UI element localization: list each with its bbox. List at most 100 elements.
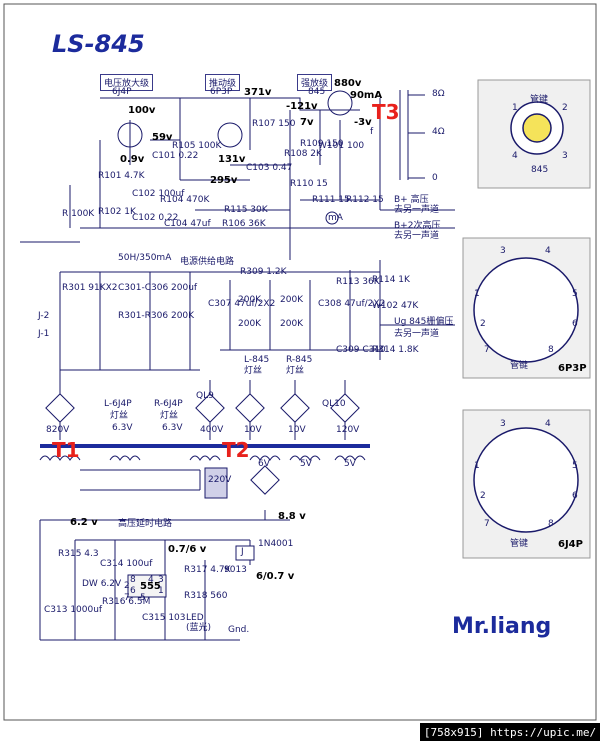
voltage-label: 7v bbox=[300, 117, 314, 128]
ic-pin: 2 bbox=[124, 581, 130, 591]
tube-845-pin: 2 bbox=[562, 103, 568, 113]
component-label: C103 0.47 bbox=[246, 163, 293, 173]
ic-pin: 7 bbox=[124, 593, 130, 603]
bplus-sub-label: 去另一声道 bbox=[394, 205, 440, 215]
tube-6p3p-pin: 2 bbox=[480, 319, 486, 329]
voltage-label: 6/0.7 v bbox=[256, 571, 295, 582]
stage-power-tube: 845 bbox=[308, 87, 326, 97]
led-label: LED bbox=[186, 613, 204, 623]
winding-voltage: 5V bbox=[300, 459, 312, 469]
voltage-label: 59v bbox=[152, 132, 173, 143]
winding-voltage: 120V bbox=[336, 425, 360, 435]
ground-label: Gnd. bbox=[228, 625, 250, 635]
component-label: C315 103 bbox=[142, 613, 186, 623]
tube-6j4p-pin: 7 bbox=[484, 519, 490, 529]
filament-label: L-845 bbox=[244, 355, 270, 365]
tube-845-caption: 845 bbox=[531, 165, 549, 175]
output-4ohm: 4Ω bbox=[432, 127, 445, 137]
voltage-label: -3v bbox=[354, 117, 372, 128]
winding-voltage: 820V bbox=[46, 425, 70, 435]
rectifier-label: QL10 bbox=[322, 399, 346, 409]
stage-voltage-amp-label: 电压放大级 bbox=[100, 74, 154, 91]
voltage-label: -121v bbox=[286, 101, 318, 112]
component-label: W101 100 bbox=[318, 141, 365, 151]
current-label: 90mA bbox=[350, 90, 383, 101]
ic-pin: 3 bbox=[158, 575, 164, 585]
tube-6j4p-caption: 6J4P bbox=[558, 539, 583, 550]
output-0: 0 bbox=[432, 173, 438, 183]
filament-sub-label: 灯丝 bbox=[286, 366, 305, 376]
component-label: 200K bbox=[238, 295, 262, 305]
component-label: C101 0.22 bbox=[152, 151, 199, 161]
mains-input-label: 220V bbox=[208, 475, 232, 485]
voltage-label: 100v bbox=[128, 105, 156, 116]
tube-6p3p-pin: 4 bbox=[545, 246, 551, 256]
transformer-t1-label: T1 bbox=[52, 438, 80, 462]
voltage-label: 0.7/6 v bbox=[168, 544, 207, 555]
component-label: C307 47uf/2X2 bbox=[208, 299, 276, 309]
tube-6p3p-pin: 5 bbox=[572, 289, 578, 299]
component-label: C313 1000uf bbox=[44, 605, 103, 615]
ug-label: Ug 845栅偏压 bbox=[394, 317, 454, 327]
stage-voltage-amp-tube: 6J4P bbox=[112, 87, 132, 97]
tube-6p3p-pin: 8 bbox=[548, 345, 554, 355]
tube-6p3p-pin: 6 bbox=[572, 319, 578, 329]
component-label: R102 1K bbox=[98, 207, 136, 217]
relay-label: J bbox=[241, 547, 244, 557]
component-label: R105 100K bbox=[172, 141, 222, 151]
tube-6p3p-pin: 1 bbox=[474, 289, 480, 299]
tube-6j4p-pin: 1 bbox=[474, 461, 480, 471]
tube-6j4p-symbol bbox=[117, 122, 143, 148]
tube-6p3p-pin: 7 bbox=[484, 345, 490, 355]
component-label: R110 15 bbox=[290, 179, 328, 189]
tube-6p3p-key: 管键 bbox=[510, 361, 529, 371]
winding-voltage: 400V bbox=[200, 425, 224, 435]
winding-voltage: 10V bbox=[288, 425, 306, 435]
component-label: R114 1K bbox=[372, 275, 410, 285]
heater-voltage: 6.3V bbox=[112, 423, 133, 433]
component-label: C309 C310 bbox=[336, 345, 386, 355]
component-label: C308 47uf/2X2 bbox=[318, 299, 386, 309]
tube-6j4p-key: 管键 bbox=[510, 539, 529, 549]
heater-sub-label: 灯丝 bbox=[160, 411, 179, 421]
ic-555-label: 555 bbox=[140, 581, 161, 592]
transformer-core bbox=[40, 444, 370, 448]
voltage-label: 6.2 v bbox=[70, 517, 98, 528]
component-label: C102 100uf bbox=[132, 189, 185, 199]
heater-sub-label: 灯丝 bbox=[110, 411, 129, 421]
component-label: 200K bbox=[280, 295, 304, 305]
stage-driver-tube: 6P3P bbox=[210, 87, 233, 97]
psu-choke: 50H/350mA bbox=[118, 253, 172, 263]
component-label: R115 30K bbox=[224, 205, 268, 215]
rectifier-label: QL9 bbox=[196, 391, 214, 401]
ic-pin: 1 bbox=[158, 586, 164, 596]
tube-845-pin: 4 bbox=[512, 151, 518, 161]
tube-6p3p-caption: 6P3P bbox=[558, 363, 587, 374]
component-label: R107 150 bbox=[252, 119, 296, 129]
heater-label: L-6J4P bbox=[104, 399, 132, 409]
ic-pin: 6 bbox=[130, 586, 136, 596]
voltage-label: 131v bbox=[218, 154, 246, 165]
voltage-label: 371v bbox=[244, 87, 272, 98]
component-label: R104 470K bbox=[160, 195, 210, 205]
led-sub-label: (蓝光) bbox=[186, 623, 212, 633]
heater-label: R-6J4P bbox=[154, 399, 183, 409]
component-label: R101 4.7K bbox=[98, 171, 145, 181]
ic-pin: 5 bbox=[140, 593, 146, 603]
winding-voltage: 6V bbox=[258, 459, 270, 469]
filament-label: R-845 bbox=[286, 355, 313, 365]
voltage-label: 880v bbox=[334, 78, 362, 89]
component-label: R301 91KX2 bbox=[62, 283, 118, 293]
b2-sub-label: 去另一声道 bbox=[394, 231, 440, 241]
component-label: R309 1.2K bbox=[240, 267, 287, 277]
component-label: R112 15 bbox=[346, 195, 384, 205]
tube-6j4p-pin: 8 bbox=[548, 519, 554, 529]
tube-6j4p-pin: 4 bbox=[545, 419, 551, 429]
component-label: R108 2K bbox=[284, 149, 322, 159]
author-signature: Mr.liang bbox=[452, 614, 552, 639]
tube-845-key: 管键 bbox=[530, 95, 549, 105]
page-title: LS-845 bbox=[52, 30, 145, 58]
component-label: R113 36K bbox=[336, 277, 380, 287]
filament-marker: f bbox=[370, 127, 374, 137]
